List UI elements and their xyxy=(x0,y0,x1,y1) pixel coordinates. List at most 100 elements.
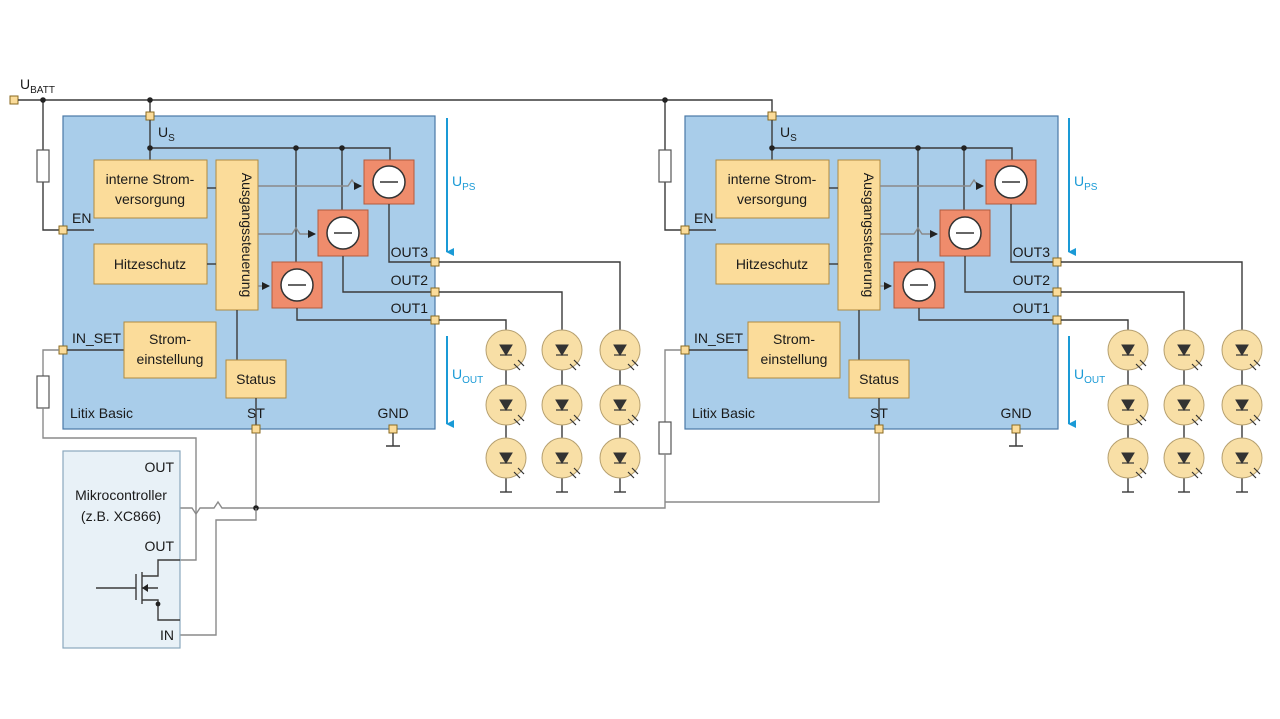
us-pin xyxy=(767,111,777,121)
out3-pin xyxy=(1052,257,1062,267)
led-arrays xyxy=(485,329,1263,493)
internal-supply-line1: interne Strom- xyxy=(728,171,817,187)
in-set-pin xyxy=(680,345,690,355)
gnd-pin xyxy=(388,424,398,434)
in-set-label: IN_SET xyxy=(694,330,743,346)
uout-label: UOUT xyxy=(452,366,483,386)
led-icon xyxy=(541,384,583,426)
out1-pin xyxy=(430,315,440,325)
ups-label: UPS xyxy=(1074,173,1098,193)
current-setting-line2: einstellung xyxy=(761,351,828,367)
module-name: Litix Basic xyxy=(692,405,755,421)
status-label: Status xyxy=(859,371,899,387)
led-icon xyxy=(541,329,583,371)
led-icon xyxy=(485,329,527,371)
uout-label: UOUT xyxy=(1074,366,1105,386)
led-icon xyxy=(485,437,527,479)
en-pin xyxy=(680,225,690,235)
current-source-1 xyxy=(271,261,323,309)
led-icon xyxy=(1221,384,1263,426)
led-icon xyxy=(1163,437,1205,479)
current-setting-line1: Strom- xyxy=(773,331,815,347)
inset-resistor-right xyxy=(658,421,672,455)
current-source-3 xyxy=(363,159,415,205)
output-control-block xyxy=(215,159,259,311)
current-setting-block xyxy=(747,321,841,379)
mc-title: Mikrocontroller xyxy=(75,487,167,503)
microcontroller: OUT Mikrocontroller (z.B. XC866) OUT IN xyxy=(62,450,181,649)
out2-label: OUT2 xyxy=(391,272,429,288)
heat-protection-block xyxy=(93,243,208,285)
led-icon xyxy=(1221,437,1263,479)
mc-in: IN xyxy=(160,627,174,643)
us-pin xyxy=(145,111,155,121)
led-icon xyxy=(1163,384,1205,426)
out2-label: OUT2 xyxy=(1013,272,1051,288)
current-setting-line1: Strom- xyxy=(149,331,191,347)
current-source-2 xyxy=(939,209,991,257)
out1-label: OUT1 xyxy=(1013,300,1051,316)
internal-supply-line1: interne Strom- xyxy=(106,171,195,187)
out2-pin xyxy=(1052,287,1062,297)
heat-protection-label: Hitzeschutz xyxy=(114,256,186,272)
led-icon xyxy=(1107,384,1149,426)
heat-protection-block xyxy=(715,243,830,285)
internal-supply-line2: versorgung xyxy=(737,191,807,207)
gnd-label: GND xyxy=(377,405,408,421)
led-icon xyxy=(599,384,641,426)
led-icon xyxy=(485,384,527,426)
litix-module-2: US interne Strom- versorgung Hitzeschutz… xyxy=(680,111,1105,447)
led-icon xyxy=(1163,329,1205,371)
in-set-pin xyxy=(58,345,68,355)
ubatt-label: UBATT xyxy=(20,76,55,96)
us-label: US xyxy=(780,124,797,144)
st-pin xyxy=(874,424,884,434)
mc-out-bottom: OUT xyxy=(144,538,174,554)
litix-module-1: US interne Strom- versorgung Hitzeschutz… xyxy=(58,111,483,447)
in-set-label: IN_SET xyxy=(72,330,121,346)
status-label: Status xyxy=(236,371,276,387)
led-icon xyxy=(1107,329,1149,371)
led-wiring-2 xyxy=(1061,261,1243,330)
current-setting-line2: einstellung xyxy=(137,351,204,367)
status-block xyxy=(225,359,287,399)
st-pin xyxy=(251,424,261,434)
led-wiring-1 xyxy=(439,261,621,330)
led-icon xyxy=(599,437,641,479)
out1-pin xyxy=(1052,315,1062,325)
mc-example: (z.B. XC866) xyxy=(81,508,161,524)
en-resistor-left xyxy=(36,149,50,183)
gnd-pin xyxy=(1011,424,1021,434)
control-wiring xyxy=(36,349,880,636)
out3-label: OUT3 xyxy=(1013,244,1051,260)
out3-pin xyxy=(430,257,440,267)
led-icon xyxy=(541,437,583,479)
us-label: US xyxy=(158,124,175,144)
ups-label: UPS xyxy=(452,173,476,193)
supply-rail xyxy=(18,97,773,231)
output-control-block xyxy=(837,159,881,311)
mc-out-top: OUT xyxy=(144,459,174,475)
internal-supply-block xyxy=(93,159,208,219)
en-label: EN xyxy=(694,210,713,226)
en-resistor-right xyxy=(658,149,672,183)
led-icon xyxy=(599,329,641,371)
current-source-1 xyxy=(893,261,945,309)
out3-label: OUT3 xyxy=(391,244,429,260)
current-source-2 xyxy=(317,209,369,257)
output-control-label: Ausgangssteuerung xyxy=(861,173,877,298)
ubatt-terminal xyxy=(9,95,19,105)
module-name: Litix Basic xyxy=(70,405,133,421)
status-block xyxy=(848,359,910,399)
out2-pin xyxy=(430,287,440,297)
current-setting-block xyxy=(123,321,217,379)
output-control-label: Ausgangssteuerung xyxy=(239,173,255,298)
out1-label: OUT1 xyxy=(391,300,429,316)
en-pin xyxy=(58,225,68,235)
gnd-label: GND xyxy=(1000,405,1031,421)
microcontroller-body xyxy=(62,450,181,649)
internal-supply-block xyxy=(715,159,830,219)
inset-resistor-left xyxy=(36,375,50,409)
led-icon xyxy=(1107,437,1149,479)
en-label: EN xyxy=(72,210,91,226)
